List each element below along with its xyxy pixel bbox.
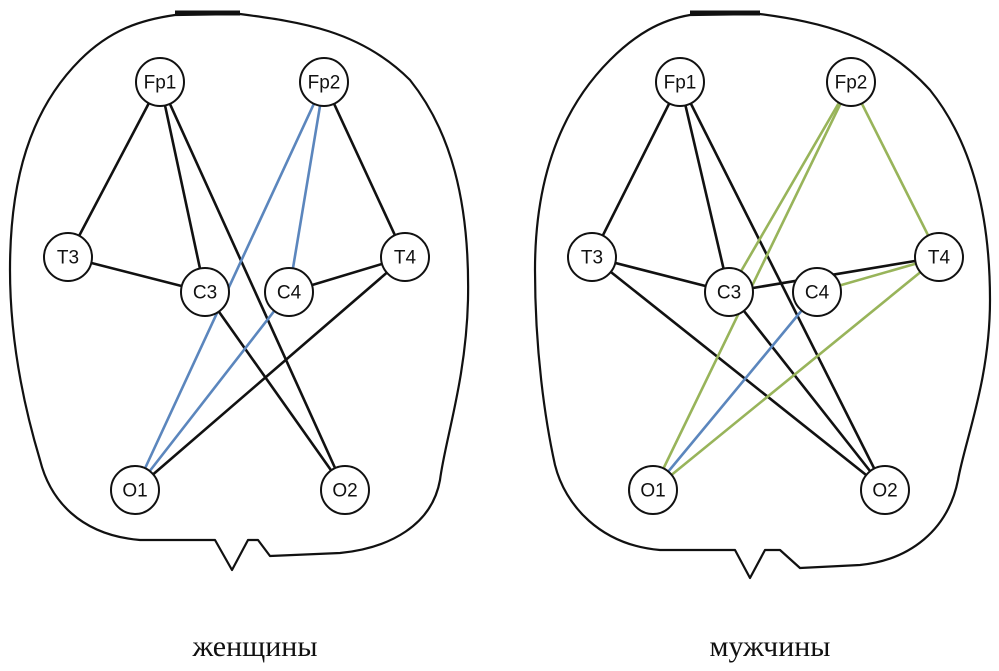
head-outline-women [8,12,470,572]
electrode-circle [299,57,349,107]
electrode-label: T3 [581,248,603,269]
link-fp1-t3 [66,81,162,258]
electrode-label: Fp2 [308,73,341,94]
electrode-label: C4 [277,283,302,304]
links-men [590,81,941,492]
electrode-t4: T4 [914,232,964,282]
link-fp1-o2 [158,81,347,491]
electrode-circle [914,232,964,282]
electrode-circle [180,267,230,317]
electrode-circle [826,57,876,107]
link-fp2-c3 [727,81,853,293]
link-c3-o2 [203,291,347,491]
electrode-o2: O2 [320,465,370,515]
electrode-label: T4 [928,248,951,269]
electrode-label: O2 [332,481,357,502]
link-c4-o1 [133,291,291,491]
electrode-circle [320,465,370,515]
electrode-circle [704,267,754,317]
link-t3-o2 [591,255,886,492]
electrode-circle [628,465,678,515]
link-fp2-t4 [322,81,407,258]
electrode-label: Fp2 [835,73,868,94]
electrode-label: C4 [805,283,830,304]
electrode-label: O1 [640,481,665,502]
caption-women: женщины [192,630,318,663]
electrode-c3: C3 [704,267,754,317]
electrode-circle [567,232,617,282]
electrode-circle [655,57,705,107]
electrode-circle [380,232,430,282]
electrode-label: Fp1 [664,73,697,94]
electrode-t3: T3 [567,232,617,282]
link-fp1-o2 [678,81,887,491]
electrode-circle [860,465,910,515]
link-t4-o1 [134,256,406,491]
electrode-label: O1 [122,481,147,502]
electrode-label: T3 [57,248,79,269]
electrode-label: C3 [717,283,741,304]
electrode-o2: O2 [860,465,910,515]
link-c3-o2 [727,291,887,491]
caption-men: мужчины [709,630,831,663]
links-women [66,81,407,491]
electrode-c4: C4 [792,267,842,317]
electrode-circle [792,267,842,317]
link-t4-o1 [652,255,940,492]
electrode-fp2: Fp2 [826,57,876,107]
electrode-label: T4 [394,248,417,269]
electrode-o1: O1 [110,465,160,515]
link-fp2-t4 [849,81,941,258]
electrode-c4: C4 [264,267,314,317]
link-c4-o1 [651,291,819,491]
link-fp1-c3 [678,81,731,293]
link-fp1-t3 [590,81,682,258]
electrode-label: Fp1 [144,73,177,94]
link-fp2-c4 [287,81,326,293]
electrode-label: O2 [872,481,897,502]
electrode-fp1: Fp1 [135,57,185,107]
electrode-label: C3 [193,283,217,304]
electrode-c3: C3 [180,267,230,317]
head-outline-men [533,12,992,580]
link-fp1-c3 [158,81,207,293]
electrode-o1: O1 [628,465,678,515]
electrode-circle [135,57,185,107]
electrode-t3: T3 [43,232,93,282]
electrode-circle [264,267,314,317]
electrode-circle [110,465,160,515]
electrode-t4: T4 [380,232,430,282]
link-fp2-o1 [133,81,326,491]
electrode-fp1: Fp1 [655,57,705,107]
electrode-fp2: Fp2 [299,57,349,107]
electrode-circle [43,232,93,282]
